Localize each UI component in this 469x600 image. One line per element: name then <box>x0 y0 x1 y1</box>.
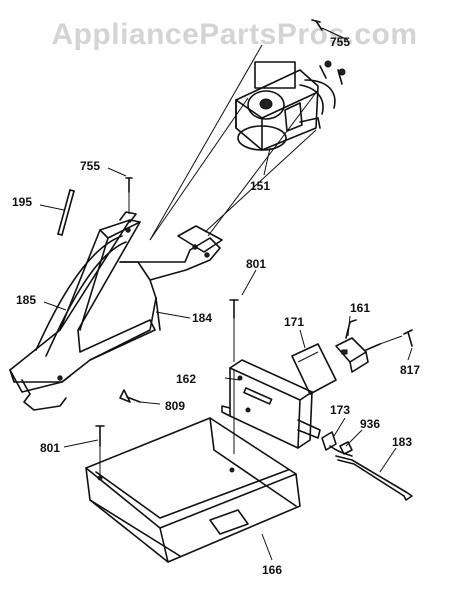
mount-plate <box>221 359 321 454</box>
label-809: 809 <box>165 399 185 413</box>
label-817: 817 <box>400 363 420 377</box>
assembly-guide-lines <box>149 44 319 241</box>
label-162: 162 <box>176 372 196 386</box>
label-171: 171 <box>284 315 304 329</box>
label-184: 184 <box>192 311 212 325</box>
label-183: 183 <box>392 435 412 449</box>
screw-755-upper <box>311 19 323 31</box>
label-166: 166 <box>262 563 282 577</box>
motor-assembly <box>235 60 346 151</box>
label-173: 173 <box>330 403 350 417</box>
label-755-top: 755 <box>330 35 350 49</box>
screw-809 <box>119 389 141 403</box>
bracket-frame <box>9 211 223 411</box>
rod-part <box>57 189 75 236</box>
label-936: 936 <box>360 417 380 431</box>
label-195: 195 <box>12 195 32 209</box>
label-161: 161 <box>350 301 370 315</box>
screw-817 <box>403 329 413 347</box>
label-151: 151 <box>250 179 270 193</box>
screw-801-upper <box>229 299 239 362</box>
screw-755-lower <box>125 177 133 214</box>
label-801-upper: 801 <box>246 257 266 271</box>
label-801-lower: 801 <box>40 441 60 455</box>
tray <box>85 417 301 563</box>
clip-and-rod <box>321 431 413 501</box>
screw-801-lower <box>95 425 105 478</box>
label-card <box>291 343 337 395</box>
label-leaders <box>39 27 413 561</box>
label-755: 755 <box>80 159 100 173</box>
label-185: 185 <box>16 293 36 307</box>
switch <box>335 319 403 373</box>
